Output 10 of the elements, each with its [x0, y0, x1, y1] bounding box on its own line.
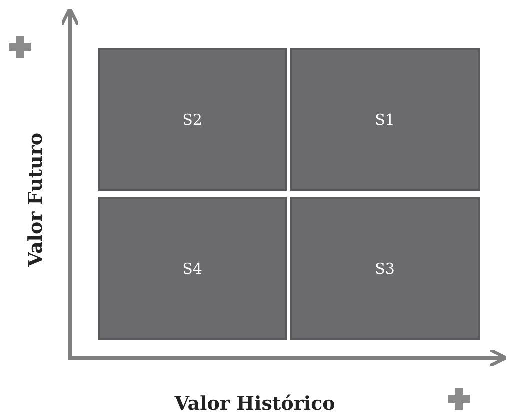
quadrant-label: S3: [375, 260, 395, 278]
quadrant-label: S2: [182, 110, 202, 128]
quadrant-box: [98, 197, 287, 340]
quadrant-box: [98, 48, 287, 191]
axis-label: Valor Histórico: [174, 393, 336, 415]
axis-label: Valor Futuro: [25, 132, 47, 268]
quadrant-box: [290, 197, 480, 340]
quadrant-label: S1: [375, 110, 395, 128]
quadrant-box: [290, 48, 480, 191]
quadrant-label: S4: [182, 260, 202, 278]
